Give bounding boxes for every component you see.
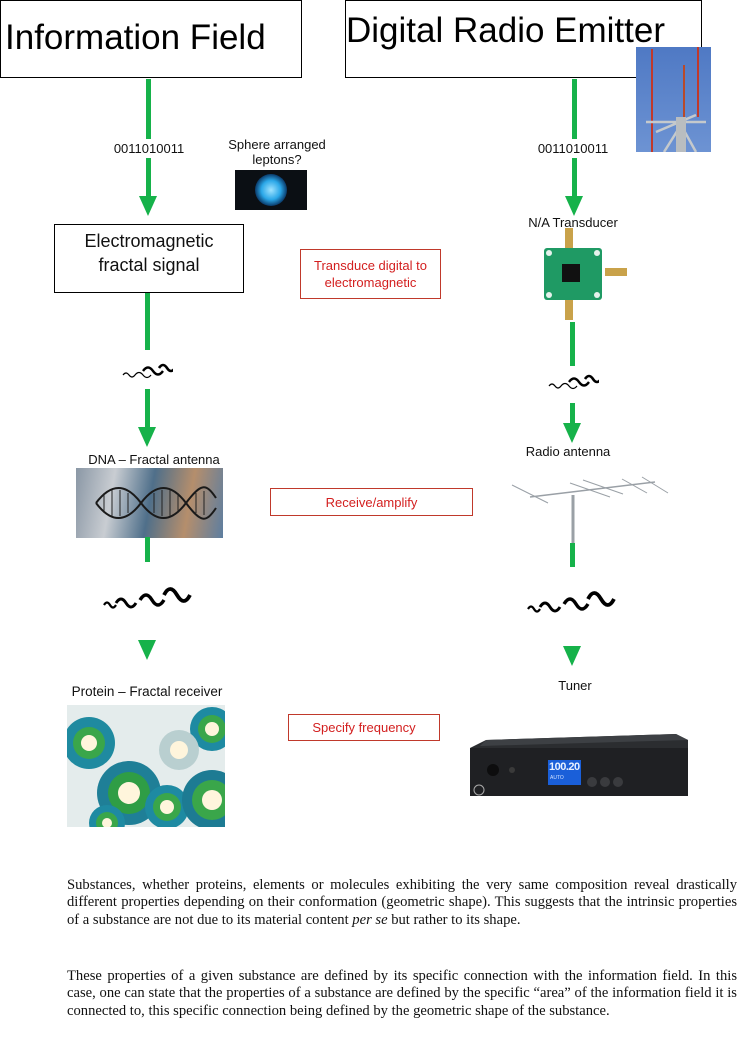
node-line1: Electromagnetic xyxy=(84,231,214,251)
function-specify-label: Specify frequency xyxy=(312,720,416,735)
information-field-title: Information Field xyxy=(5,18,266,57)
arrow-head xyxy=(563,646,581,666)
arrow-shaft xyxy=(570,543,575,567)
wave-icon xyxy=(103,587,192,609)
paragraph-1-italic: per se xyxy=(352,911,388,928)
radio-tower-image xyxy=(636,47,711,153)
paragraph-1-text-a: Substances, whether proteins, elements o… xyxy=(67,877,737,928)
yagi-antenna-icon xyxy=(511,476,669,543)
dna-helix-image xyxy=(76,468,223,538)
radio-tower-icon xyxy=(646,47,706,153)
arrow-shaft xyxy=(145,293,150,350)
arrow-head xyxy=(138,427,156,447)
transducer-label: N/A Transducer xyxy=(528,215,618,230)
sphere-note: Sphere arranged leptons? xyxy=(220,137,334,167)
radio-antenna-label: Radio antenna xyxy=(525,444,611,459)
arrow-shaft xyxy=(145,537,150,562)
function-box-receive: Receive/amplify xyxy=(270,488,473,516)
wave-icon xyxy=(527,591,616,613)
information-field-box: Information Field xyxy=(0,0,302,78)
protein-spheres-image xyxy=(67,705,225,839)
arrow-shaft xyxy=(570,403,575,423)
wave-icon xyxy=(122,363,173,379)
tuner-icon xyxy=(470,734,688,796)
sphere-icon xyxy=(255,174,287,206)
dna-icon xyxy=(95,486,217,520)
arrow-shaft xyxy=(572,158,577,196)
tuner-display-mode: AUTO xyxy=(550,775,564,781)
digital-radio-emitter-title: Digital Radio Emitter xyxy=(346,11,665,50)
arrow-shaft xyxy=(146,79,151,139)
paragraph-2-text: These properties of a given substance ar… xyxy=(67,968,737,1019)
sphere-note-line2: leptons? xyxy=(252,152,302,167)
binary-label-left: 0011010011 xyxy=(113,141,185,156)
function-receive-label: Receive/amplify xyxy=(325,495,418,510)
arrow-shaft xyxy=(572,79,577,139)
paragraph-1: Substances, whether proteins, elements o… xyxy=(67,877,737,929)
transducer-circuit-image xyxy=(540,228,630,320)
arrow-shaft xyxy=(570,322,575,366)
function-transduce-line1: Transduce digital to xyxy=(314,258,427,273)
yagi-antenna-image xyxy=(510,465,670,545)
arrow-head xyxy=(138,640,156,660)
function-box-transduce: Transduce digital to electromagnetic xyxy=(300,249,441,299)
sphere-note-line1: Sphere arranged xyxy=(228,137,326,152)
paragraph-2: These properties of a given substance ar… xyxy=(67,968,737,1020)
arrow-shaft xyxy=(146,158,151,196)
tuner-box-image: 100.20 AUTO xyxy=(466,712,691,812)
tuner-display-value: 100.20 xyxy=(549,761,580,773)
arrow-head xyxy=(139,196,157,216)
protein-receiver-label: Protein – Fractal receiver xyxy=(71,684,223,699)
sphere-leptons-image xyxy=(235,170,307,210)
dna-antenna-label: DNA – Fractal antenna xyxy=(88,452,220,467)
paragraph-1-text-b: but rather to its shape. xyxy=(387,911,521,928)
wave-icon xyxy=(548,374,599,390)
arrow-shaft xyxy=(145,389,150,427)
function-transduce-line2: electromagnetic xyxy=(324,275,417,290)
arrow-head xyxy=(565,196,583,216)
protein-icon xyxy=(67,707,225,839)
node-line2: fractal signal xyxy=(98,255,200,275)
electromagnetic-fractal-signal-box: Electromagnetic fractal signal xyxy=(54,224,244,293)
binary-label-right: 0011010011 xyxy=(537,141,609,156)
arrow-head xyxy=(563,423,581,443)
tuner-label: Tuner xyxy=(558,678,592,693)
function-box-specify: Specify frequency xyxy=(288,714,440,741)
circuit-board-icon xyxy=(544,228,627,320)
